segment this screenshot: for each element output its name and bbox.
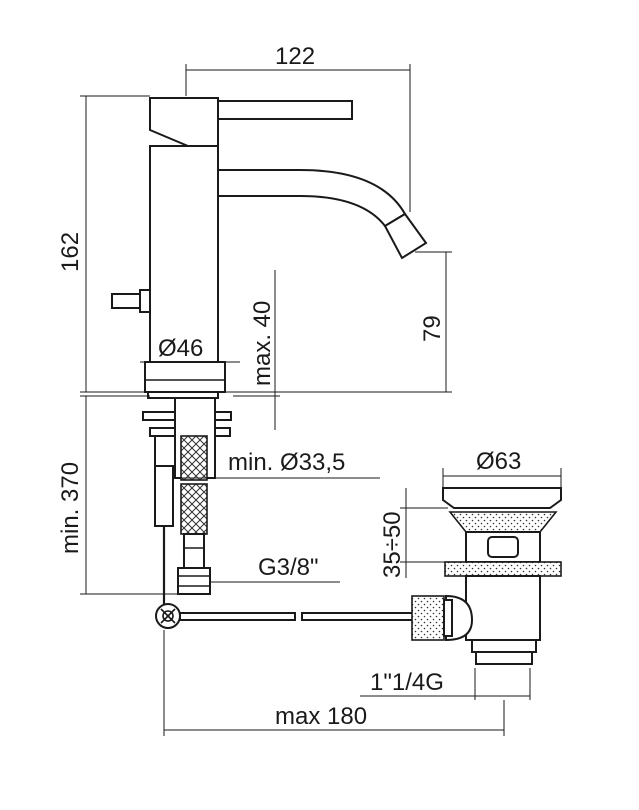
faucet-body [149, 145, 219, 363]
dim-spout-height: 79 [419, 315, 446, 342]
dim-max-rod-length: max 180 [275, 703, 367, 730]
braided-hose-lower [180, 483, 208, 535]
dim-total-height: 162 [57, 232, 84, 272]
dim-waste-height-range: 35÷50 [379, 511, 406, 578]
waste [411, 487, 562, 665]
waste-flange [442, 487, 562, 509]
braided-hose-upper [180, 435, 208, 481]
dim-waste-diameter: Ø63 [476, 448, 521, 475]
dim-max-deck-thickness: max. 40 [249, 301, 276, 386]
waste-lower-seal [444, 561, 562, 577]
dim-waste-thread: 1"1/4G [370, 669, 444, 696]
dim-base-diameter: Ø46 [158, 335, 203, 362]
dim-min-hole-diameter: min. Ø33,5 [228, 449, 345, 476]
dim-min-hose-length: min. 370 [57, 462, 84, 554]
cartridge-cap [149, 97, 219, 147]
aerator [383, 212, 428, 260]
waste-upper-seal [448, 511, 558, 533]
dim-hose-connection: G3/8" [258, 554, 319, 581]
lever-handle [217, 100, 353, 120]
waste-side-nut [411, 595, 445, 641]
popup-rod [154, 465, 174, 527]
mounting-kit [142, 391, 232, 610]
dim-spout-reach: 122 [275, 43, 315, 70]
linkage-rod [155, 603, 415, 629]
base-ring [144, 361, 226, 393]
dimension-lines [80, 64, 562, 736]
faucet [111, 97, 428, 393]
spout [217, 169, 407, 228]
hose-nut [177, 567, 211, 595]
